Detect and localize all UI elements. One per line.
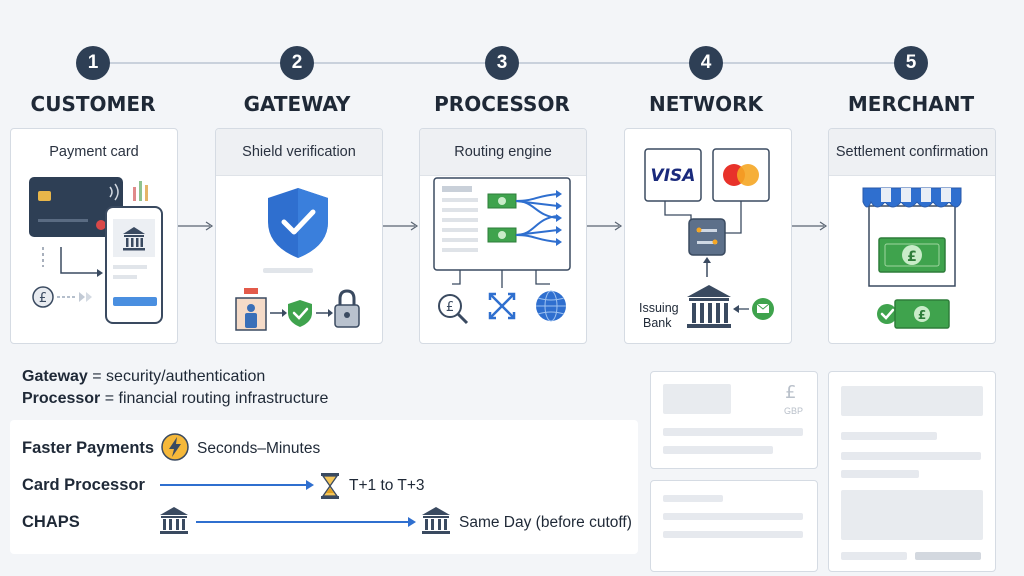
shield-check-icon (268, 188, 328, 258)
processor-illustration: £ (433, 177, 571, 325)
placeholder-line (841, 470, 919, 478)
timing-label-card-processor: Card Processor (22, 476, 145, 494)
visa-text: VISA (651, 166, 696, 186)
flow-arrow-3 (587, 221, 623, 231)
banknote-small-icon: £ (894, 299, 950, 329)
signal-bars-icon (133, 181, 148, 201)
lightning-icon (161, 433, 189, 461)
placeholder-card-currency: £ GBP (650, 371, 818, 469)
placeholder-block (841, 386, 983, 416)
placeholder-line (841, 452, 981, 460)
settlement-timing-panel: Faster Payments Seconds–Minutes Card Pro… (10, 420, 638, 554)
hourglass-icon (321, 473, 339, 499)
timing-value-chaps: Same Day (before cutoff) (459, 514, 632, 531)
processor-card-title: Routing engine (420, 129, 586, 176)
message-envelope-icon (752, 298, 774, 320)
placeholder-line (663, 428, 803, 436)
banknote-pound-symbol: £ (907, 249, 917, 265)
step-title-gateway: GATEWAY (243, 92, 351, 116)
timing-label-faster-payments: Faster Payments (22, 439, 155, 457)
merchant-illustration: £ £ (862, 187, 962, 329)
processor-card: Routing engine (419, 128, 587, 344)
customer-card-title: Payment card (49, 144, 139, 160)
step-number-5: 5 (894, 46, 928, 80)
step-number-3: 3 (485, 46, 519, 80)
step-title-processor: PROCESSOR (434, 92, 570, 116)
customer-card: Payment card (10, 128, 178, 344)
legend-processor-definition: = financial routing infrastructure (100, 390, 329, 407)
timing-label-chaps: CHAPS (22, 513, 80, 531)
placeholder-line (663, 446, 773, 454)
visa-logo: VISA (644, 148, 702, 202)
placeholder-card-lines (650, 480, 818, 572)
merchant-card: Settlement confirmation £ (828, 128, 996, 344)
access-door-icon (235, 288, 267, 331)
mastercard-logo (712, 148, 770, 202)
flow-arrow-4 (792, 221, 828, 231)
placeholder-pound-symbol: £ (785, 382, 797, 403)
step-number-4: 4 (689, 46, 723, 80)
legend-gateway: Gateway = security/authentication (22, 368, 265, 386)
banknote-icon: £ (878, 237, 946, 273)
route-cross-icon (488, 292, 516, 320)
routing-engine-screen (433, 177, 571, 271)
padlock-icon (334, 289, 360, 328)
chaps-bank-icon (160, 507, 188, 534)
placeholder-currency-code: GBP (784, 406, 804, 416)
placeholder-block (841, 490, 983, 540)
banknote-small-pound-symbol: £ (918, 308, 926, 322)
step-title-network: NETWORK (648, 92, 763, 116)
flow-arrow-2 (383, 221, 419, 231)
step-number-1: 1 (76, 46, 110, 80)
shield-small-icon (288, 300, 312, 327)
legend-gateway-term: Gateway (22, 368, 88, 385)
gateway-card-title: Shield verification (216, 129, 382, 176)
step-title-customer: CUSTOMER (30, 92, 156, 116)
svg-text:£: £ (39, 291, 47, 306)
step-title-merchant: MERCHANT (847, 92, 975, 116)
placeholder-block (663, 384, 731, 414)
placeholder-line (663, 513, 803, 520)
chaps-arrow (196, 517, 416, 527)
svg-text:£: £ (446, 300, 454, 315)
placeholder-line (663, 531, 803, 538)
card-processor-arrow (160, 480, 314, 490)
timing-value-card-processor: T+1 to T+3 (349, 477, 425, 494)
phone-icon (105, 206, 163, 324)
step-number-2: 2 (280, 46, 314, 80)
magnifier-pound-icon: £ (438, 294, 469, 325)
chaps-bank-destination-icon (422, 507, 450, 534)
pound-coin-icon: £ (32, 286, 54, 308)
gateway-card: Shield verification (215, 128, 383, 344)
timing-value-faster-payments: Seconds–Minutes (197, 440, 321, 457)
credit-card-icon (29, 177, 123, 237)
legend-gateway-definition: = security/authentication (87, 368, 266, 385)
legend-processor: Processor = financial routing infrastruc… (22, 390, 328, 408)
placeholder-line (915, 552, 981, 560)
gateway-illustration (235, 188, 360, 331)
placeholder-line (663, 495, 723, 502)
flow-arrow-1 (178, 221, 214, 231)
placeholder-card-tall (828, 371, 996, 572)
network-switch-icon (688, 218, 726, 256)
legend-processor-term: Processor (22, 390, 101, 407)
customer-illustration: £ (29, 177, 163, 324)
placeholder-line (841, 552, 907, 560)
globe-icon (536, 290, 566, 322)
placeholder-line (841, 432, 937, 440)
merchant-card-title: Settlement confirmation (829, 129, 995, 176)
confirmed-check-icon (877, 304, 897, 324)
bank-building-icon (687, 285, 731, 328)
